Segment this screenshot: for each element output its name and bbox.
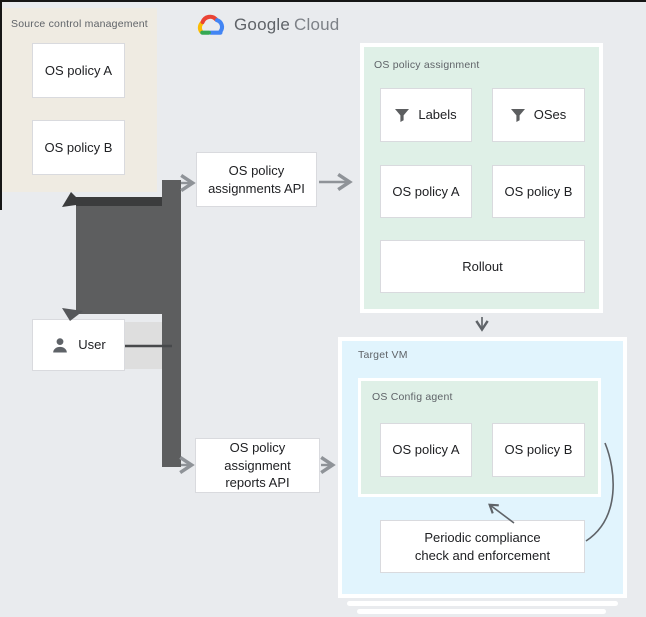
api-trunk-connector [162, 180, 181, 467]
agent-os-policy-b-box: OS policy B [492, 423, 585, 477]
window-left-border [0, 0, 2, 210]
oses-box: OSes [492, 88, 585, 142]
filter-icon [510, 108, 525, 122]
source-os-policy-a-label: OS policy A [44, 62, 113, 78]
window-top-border [0, 0, 646, 2]
periodic-compliance-label: Periodic compliance check and enforcemen… [414, 529, 551, 563]
agent-os-policy-b-label: OS policy B [504, 442, 573, 458]
source-os-policy-b-box: OS policy B [32, 120, 125, 175]
google-cloud-icon [195, 12, 227, 38]
agent-os-policy-a-box: OS policy A [380, 423, 472, 477]
user-box: User [32, 319, 125, 371]
labels-box: Labels [380, 88, 472, 142]
user-source-thick-connector [76, 197, 162, 314]
source-control-title: Source control management [11, 18, 148, 30]
assignment-os-policy-b-label: OS policy B [504, 183, 573, 199]
filter-icon [395, 108, 410, 122]
user-label: User [78, 337, 106, 353]
target-vm-panel: Target VM OS Config agent OS policy A OS… [338, 337, 627, 598]
source-os-policy-a-box: OS policy A [32, 43, 125, 98]
os-config-agent-title: OS Config agent [372, 391, 453, 403]
assignment-os-policy-a-box: OS policy A [380, 165, 472, 218]
agent-os-policy-a-label: OS policy A [392, 442, 460, 458]
rollout-box: Rollout [380, 240, 585, 293]
vm-stack-layer-1 [347, 601, 618, 606]
assignment-panel-title: OS policy assignment [374, 59, 480, 71]
target-vm-title: Target VM [358, 349, 408, 361]
assignment-os-policy-a-label: OS policy A [392, 183, 460, 199]
reports-api-box: OS policy assignment reports API [195, 438, 320, 493]
assignments-api-box: OS policy assignments API [196, 152, 317, 207]
thick-connector-top-edge [76, 197, 162, 206]
vm-stack-layer-2 [357, 609, 606, 614]
user-connector-merge [125, 322, 162, 369]
person-icon [51, 337, 69, 354]
oses-label: OSes [533, 107, 567, 123]
source-os-policy-b-label: OS policy B [44, 139, 113, 155]
assignments-api-label: OS policy assignments API [208, 162, 305, 196]
assignment-os-policy-b-box: OS policy B [492, 165, 585, 218]
source-control-panel: Source control management OS policy A OS… [2, 8, 157, 192]
os-config-agent-panel: OS Config agent OS policy A OS policy B [358, 378, 601, 497]
logo-word-google: Google [234, 15, 291, 34]
periodic-compliance-box: Periodic compliance check and enforcemen… [380, 520, 585, 573]
reports-api-label: OS policy assignment reports API [224, 440, 291, 491]
rollout-label: Rollout [462, 258, 503, 274]
logo-word-cloud: Cloud [294, 15, 340, 34]
labels-label: Labels [418, 107, 457, 123]
assignment-panel: OS policy assignment Labels OSes OS poli… [360, 43, 603, 313]
